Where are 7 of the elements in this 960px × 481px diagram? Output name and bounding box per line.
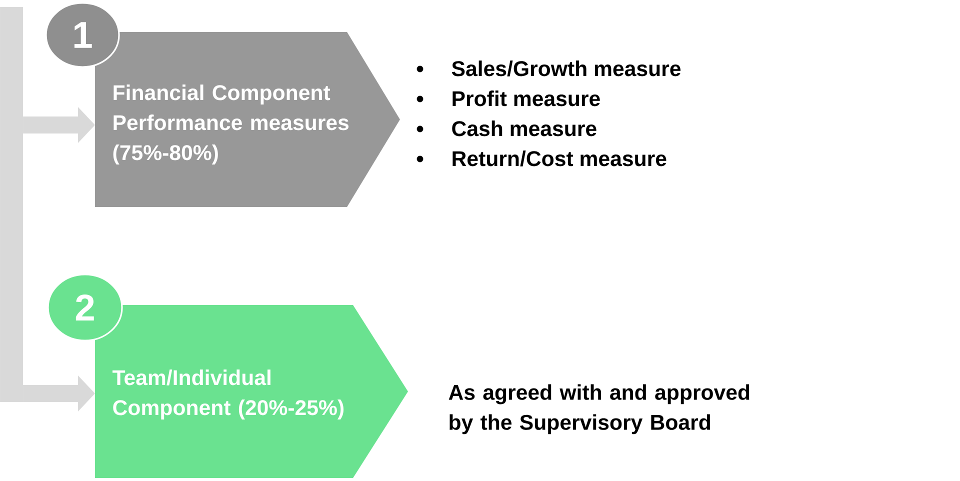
list-item: Return/Cost measure [452, 150, 666, 166]
list-item: Profit measure [452, 90, 600, 106]
number-badge: 2 [47, 274, 123, 342]
list-item: Cash measure [452, 120, 596, 136]
list-item: Sales/Growth measure [452, 60, 681, 76]
number-badge: 1 [45, 2, 120, 68]
note-text: As agreed with and approved by the Supervisory Board [448, 384, 750, 434]
